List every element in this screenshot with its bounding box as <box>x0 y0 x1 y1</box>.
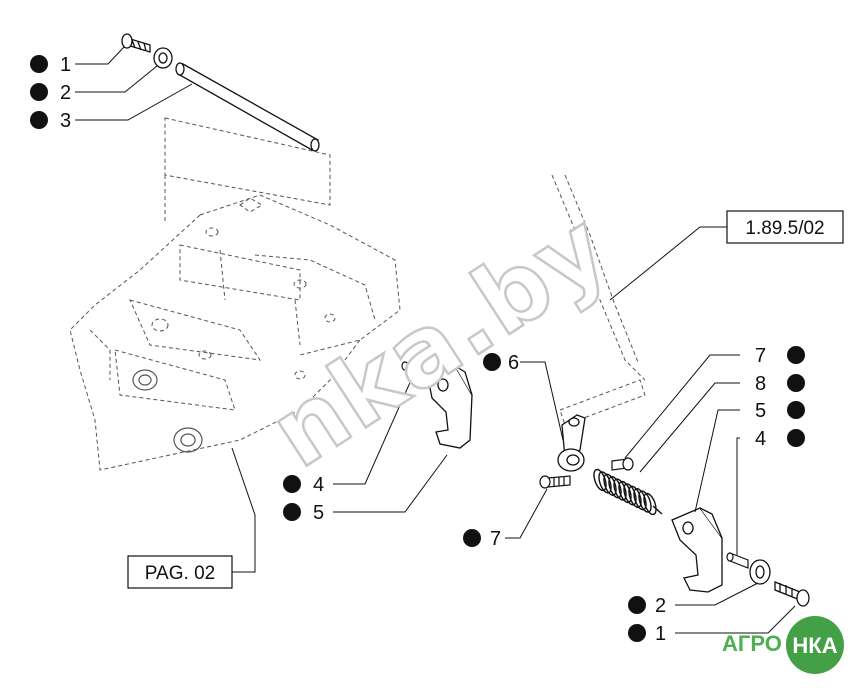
callout-number: 2 <box>60 82 71 104</box>
part-screw-bottom <box>774 581 810 607</box>
callout-number: 6 <box>508 352 519 374</box>
callout-group-bottom-right: 2 1 <box>628 595 666 645</box>
part-spring <box>593 468 663 516</box>
callout-number: 8 <box>755 373 766 395</box>
part-washer-top <box>153 47 173 69</box>
callout-six: 6 <box>483 352 519 374</box>
callout-bullet <box>628 624 646 642</box>
leader-lines <box>75 46 796 634</box>
callout-bullet <box>463 529 481 547</box>
callout-bullet <box>787 429 805 447</box>
callout-number: 4 <box>313 474 324 496</box>
callout-number: 4 <box>755 428 766 450</box>
callout-number: 1 <box>655 623 666 645</box>
callout-number: 5 <box>313 502 324 524</box>
callout-bullet <box>283 475 301 493</box>
part-pin <box>175 62 320 152</box>
part-spacer-left <box>401 361 421 377</box>
callout-bullet <box>787 401 805 419</box>
reference-box-assembly: 1.89.5/02 <box>726 210 844 244</box>
part-screw-top <box>121 33 151 53</box>
part-clamp-arm <box>557 414 586 472</box>
part-bracket-left <box>427 365 473 449</box>
callout-number: 5 <box>755 400 766 422</box>
reference-box-label: 1.89.5/02 <box>745 218 824 239</box>
callout-number: 7 <box>755 345 766 367</box>
callout-bullet <box>30 55 48 73</box>
spring-coil <box>643 492 657 516</box>
callout-bullet <box>30 83 48 101</box>
reference-box-label: PAG. 02 <box>145 563 215 584</box>
housing-outline <box>69 117 401 471</box>
callout-bullet <box>628 596 646 614</box>
spring-coil <box>638 490 652 513</box>
part-washer-right <box>749 559 771 585</box>
callout-number: 1 <box>60 54 71 76</box>
callout-number: 7 <box>490 528 501 550</box>
callout-bullet <box>30 111 48 129</box>
brand-logo: АГРО НКА <box>722 616 844 674</box>
callout-bullet <box>787 374 805 392</box>
callout-number: 2 <box>655 595 666 617</box>
reference-box-page: PAG. 02 <box>127 555 233 589</box>
callout-group-top-left: 1 2 3 <box>30 54 71 132</box>
callout-group-mid-left: 4 5 <box>283 474 324 524</box>
callout-group-right: 7 8 5 4 <box>755 345 805 450</box>
callout-seven-left: 7 <box>463 528 501 550</box>
part-spacer-right <box>726 552 749 569</box>
spring-end <box>652 505 663 515</box>
lever-outline <box>551 174 646 426</box>
callout-bullet <box>483 353 501 371</box>
logo-left-text: АГРО <box>722 631 782 656</box>
part-bracket-right <box>671 507 723 593</box>
part-screw-small-upper <box>611 457 634 471</box>
housing-bosses <box>132 369 203 453</box>
logo-circle-icon <box>786 616 844 674</box>
callout-number: 3 <box>60 110 71 132</box>
logo-right-text: НКА <box>792 633 837 658</box>
callout-bullet <box>787 346 805 364</box>
callout-bullet <box>283 503 301 521</box>
part-screw-left <box>539 475 571 489</box>
